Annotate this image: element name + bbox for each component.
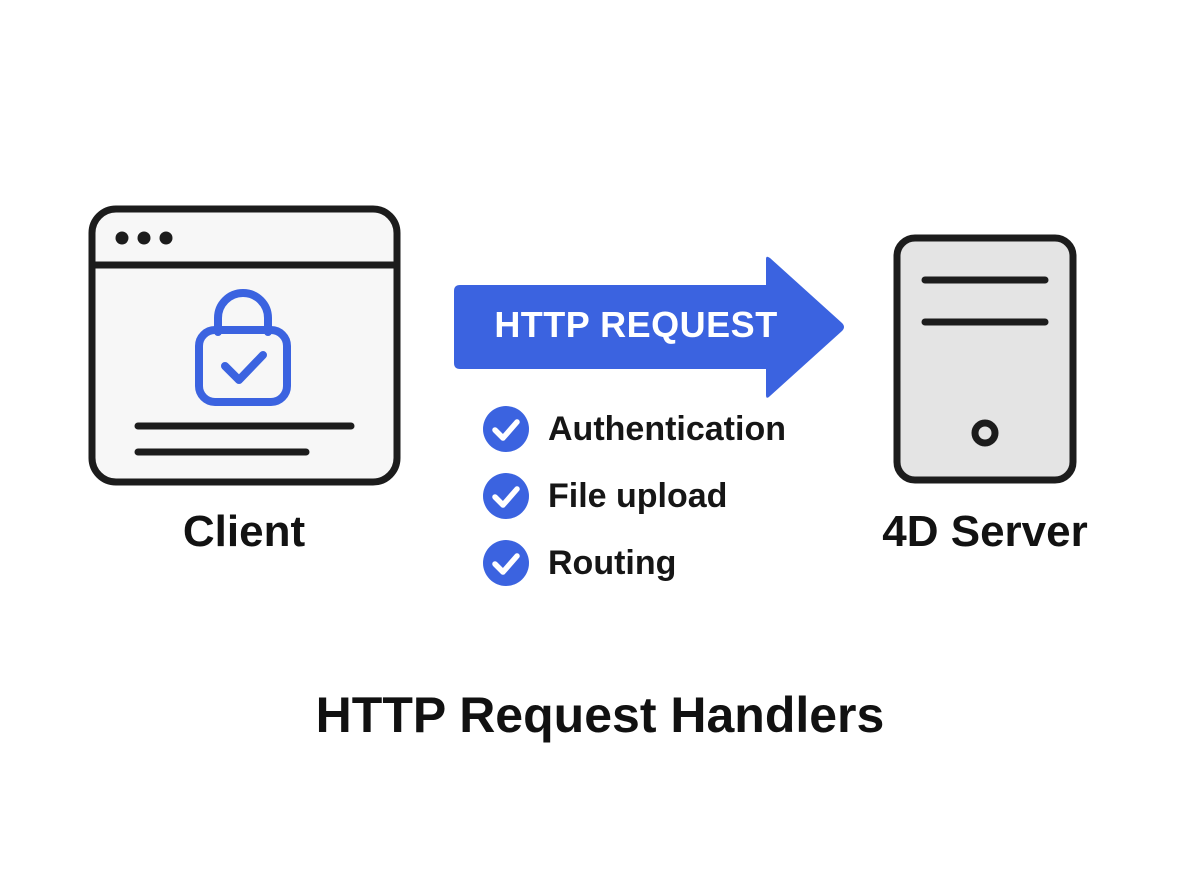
feature-label: Routing bbox=[548, 544, 677, 582]
padlock-check-icon bbox=[195, 289, 291, 406]
power-button-icon bbox=[971, 419, 999, 447]
check-circle-icon bbox=[483, 540, 529, 586]
client-label: Client bbox=[182, 507, 306, 556]
list-item: File upload bbox=[482, 472, 786, 520]
feature-label: Authentication bbox=[548, 410, 786, 448]
server-label: 4D Server bbox=[882, 507, 1088, 556]
window-dot-icon bbox=[137, 231, 151, 245]
server-tower-icon bbox=[893, 234, 1077, 484]
list-item: Routing bbox=[482, 539, 786, 587]
window-dot-icon bbox=[159, 231, 173, 245]
feature-label: File upload bbox=[548, 477, 728, 515]
list-item: Authentication bbox=[482, 405, 786, 453]
check-circle-icon bbox=[483, 473, 529, 519]
feature-list: Authentication File upload Routing bbox=[482, 405, 786, 606]
diagram-title: HTTP Request Handlers bbox=[315, 687, 885, 743]
check-circle-icon bbox=[483, 406, 529, 452]
window-dot-icon bbox=[115, 231, 129, 245]
http-request-label: HTTP REQUEST bbox=[494, 304, 778, 345]
request-arrow-icon bbox=[454, 256, 844, 398]
client-browser-window-icon bbox=[88, 205, 401, 486]
